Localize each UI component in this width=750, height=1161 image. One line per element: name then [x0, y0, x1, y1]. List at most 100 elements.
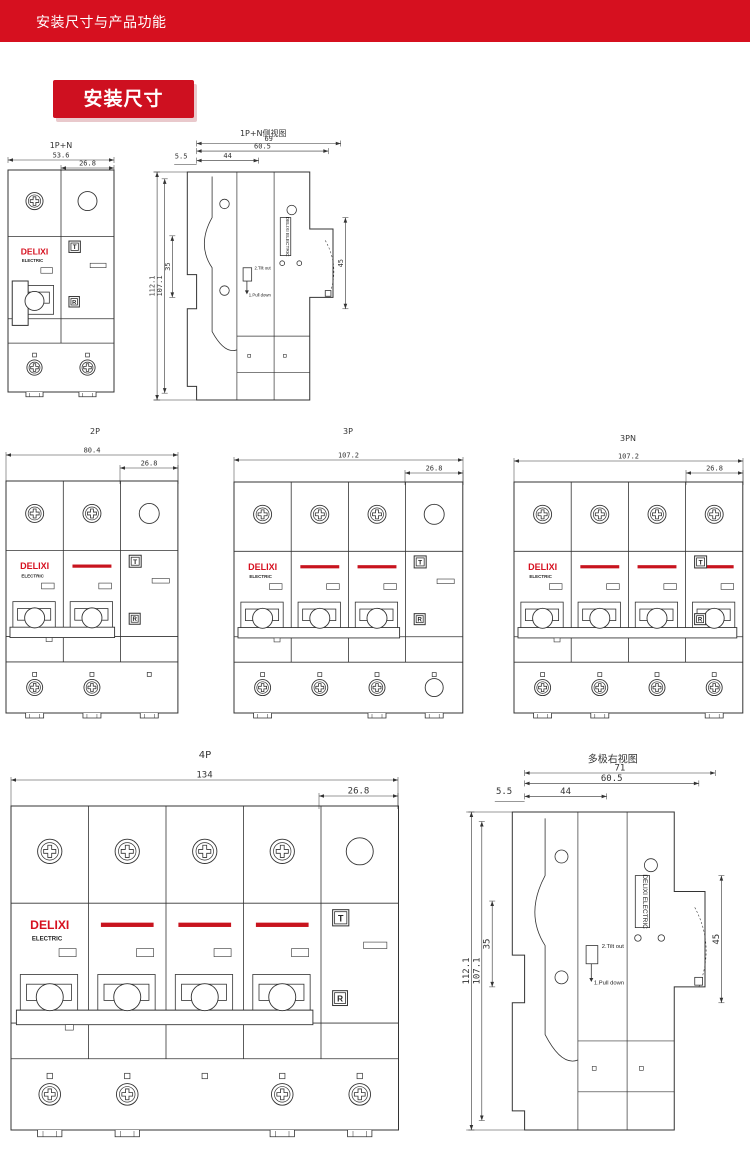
cross-screw-icon — [37, 838, 63, 864]
din-clip — [25, 713, 45, 719]
red-indicator-bar — [100, 922, 154, 927]
lower-aperture — [589, 607, 611, 629]
dimension-label: 26.8 — [348, 787, 370, 797]
cross-screw-icon — [648, 679, 666, 697]
side-body — [511, 811, 706, 1131]
dimension-label: 26.8 — [79, 160, 96, 168]
svg-text:T: T — [338, 913, 344, 923]
dimension-label: 35 — [164, 262, 172, 270]
cross-screw-icon — [82, 504, 102, 523]
din-clip — [269, 1130, 295, 1138]
cross-screw-icon — [114, 838, 140, 864]
cross-screw-icon — [271, 1083, 294, 1106]
dimension-label: 44 — [560, 787, 571, 797]
view-label: 2P — [90, 427, 100, 436]
neutral-terminal — [138, 503, 160, 524]
cross-screw-icon — [26, 359, 43, 376]
brand-logo: DELIXI — [20, 561, 49, 571]
cross-screw-icon — [705, 679, 723, 697]
test-button-icon: T — [332, 909, 350, 927]
lever-tip — [694, 976, 703, 986]
top-screw — [644, 858, 658, 873]
dimension-label: 45 — [337, 259, 345, 267]
dimension-label: 134 — [196, 771, 212, 781]
tie-bar — [237, 627, 401, 639]
neutral-terminal — [345, 837, 374, 866]
din-clip — [37, 1130, 63, 1138]
lower-aperture — [113, 983, 142, 1012]
reset-button-icon: R — [413, 613, 426, 626]
header-title: 安装尺寸与产品功能 — [36, 15, 167, 31]
side-screw — [554, 849, 569, 864]
dimension-label: 26.8 — [426, 465, 443, 473]
reset-button-icon: R — [68, 296, 80, 308]
lower-aperture — [35, 983, 64, 1012]
test-button-icon: T — [128, 554, 142, 568]
cross-screw-icon — [534, 679, 552, 697]
test-button-icon: T — [694, 555, 708, 569]
neutral-lower-terminal — [424, 678, 444, 698]
tilt-out-label: 2.Tilt out — [602, 944, 625, 950]
name-plate — [279, 217, 292, 257]
red-indicator-bar — [178, 922, 232, 927]
side-screw — [219, 198, 230, 210]
din-clip — [347, 1130, 373, 1138]
view-label: 1P+N侧视图 — [240, 128, 287, 138]
lower-aperture — [532, 607, 554, 629]
brand-sub: ELECTRIC — [21, 573, 44, 578]
dimension-label: 112.1 — [149, 275, 157, 296]
lower-aperture — [309, 607, 331, 629]
name-plate — [634, 875, 650, 928]
dimension-label: 60.5 — [601, 774, 623, 784]
cross-screw-icon — [115, 1083, 139, 1106]
tie-bar — [517, 627, 738, 639]
din-clip — [25, 392, 44, 398]
tilt-out-label: 2.Tilt out — [255, 266, 272, 271]
dimension-label: 5.5 — [175, 153, 188, 161]
red-indicator-bar — [255, 922, 309, 927]
view-label: 3P — [343, 427, 353, 436]
section-badge: 安装尺寸 — [53, 80, 194, 118]
dimension-label: 45 — [712, 934, 722, 945]
top-screw — [286, 204, 297, 216]
cross-screw-icon — [192, 838, 218, 864]
dimension-label: 107.2 — [618, 453, 639, 461]
cross-screw-icon — [26, 679, 44, 696]
dimension-label: 80.4 — [84, 447, 101, 455]
lower-aperture — [646, 607, 668, 629]
red-indicator-bar — [357, 565, 397, 569]
svg-text:R: R — [133, 617, 138, 623]
release-tab — [242, 267, 253, 282]
cross-screw-icon — [704, 504, 724, 524]
cross-screw-icon — [590, 504, 610, 524]
test-button-icon: T — [68, 240, 81, 253]
red-indicator-bar — [300, 565, 340, 569]
svg-text:T: T — [133, 559, 137, 566]
din-clip — [82, 713, 102, 719]
pull-down-label: 1.Pull down — [249, 292, 272, 297]
red-indicator-bar — [694, 565, 734, 569]
lower-aperture — [252, 607, 274, 629]
svg-text:R: R — [337, 994, 343, 1003]
dimension-label: 107.2 — [338, 452, 359, 460]
din-clip — [78, 392, 97, 398]
cross-screw-icon — [591, 679, 609, 697]
cross-screw-icon — [310, 504, 330, 524]
din-clip — [590, 713, 610, 719]
view-label: 4P — [199, 750, 211, 761]
dimension-label: 69 — [264, 135, 272, 143]
reset-button-icon: R — [694, 613, 707, 626]
cross-screw-icon — [647, 504, 667, 524]
dimension-label: 107.1 — [156, 275, 164, 296]
svg-text:T: T — [418, 560, 422, 567]
dimension-label: 44 — [223, 152, 231, 160]
din-clip — [367, 713, 387, 719]
tie-bar — [9, 626, 116, 639]
dimension-label: 5.5 — [496, 787, 512, 797]
section-badge-label: 安装尺寸 — [83, 88, 164, 110]
